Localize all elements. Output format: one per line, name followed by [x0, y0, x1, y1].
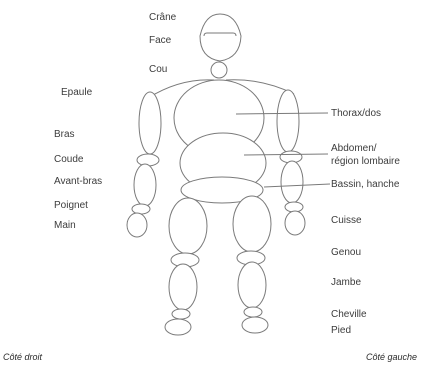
right-thigh	[169, 198, 207, 254]
label-genou: Genou	[331, 247, 361, 259]
label-epaule: Epaule	[61, 87, 92, 99]
label-bras: Bras	[54, 129, 75, 141]
label-cheville: Cheville	[331, 309, 367, 321]
caption-right-side: Côté droit	[3, 352, 42, 362]
left-upper-arm	[277, 90, 299, 152]
label-face: Face	[149, 35, 171, 47]
label-cou: Cou	[149, 64, 167, 76]
right-wrist	[132, 204, 150, 214]
head-shape	[200, 14, 241, 61]
right-upper-arm	[139, 92, 161, 154]
label-abdomen-2: région lombaire	[331, 156, 400, 168]
label-main: Main	[54, 220, 76, 232]
label-pied: Pied	[331, 325, 351, 337]
left-foot	[242, 317, 268, 333]
right-hand	[127, 213, 147, 237]
label-coude: Coude	[54, 154, 83, 166]
left-ankle	[244, 307, 262, 317]
left-forearm	[281, 161, 303, 203]
label-jambe: Jambe	[331, 277, 361, 289]
left-wrist	[285, 202, 303, 212]
neck-shape	[211, 62, 227, 78]
right-forearm	[134, 164, 156, 206]
label-poignet: Poignet	[54, 200, 88, 212]
label-avant-bras: Avant-bras	[54, 176, 102, 188]
label-abdomen-1: Abdomen/	[331, 143, 377, 155]
right-lower-leg	[169, 264, 197, 310]
right-ankle	[172, 309, 190, 319]
left-hand	[285, 211, 305, 235]
label-thorax: Thorax/dos	[331, 108, 381, 120]
right-foot	[165, 319, 191, 335]
left-lower-leg	[238, 262, 266, 308]
left-thigh	[233, 196, 271, 252]
label-cuisse: Cuisse	[331, 215, 362, 227]
label-crane: Crâne	[149, 12, 176, 24]
label-bassin: Bassin, hanche	[331, 179, 399, 191]
caption-left-side: Côté gauche	[366, 352, 417, 362]
